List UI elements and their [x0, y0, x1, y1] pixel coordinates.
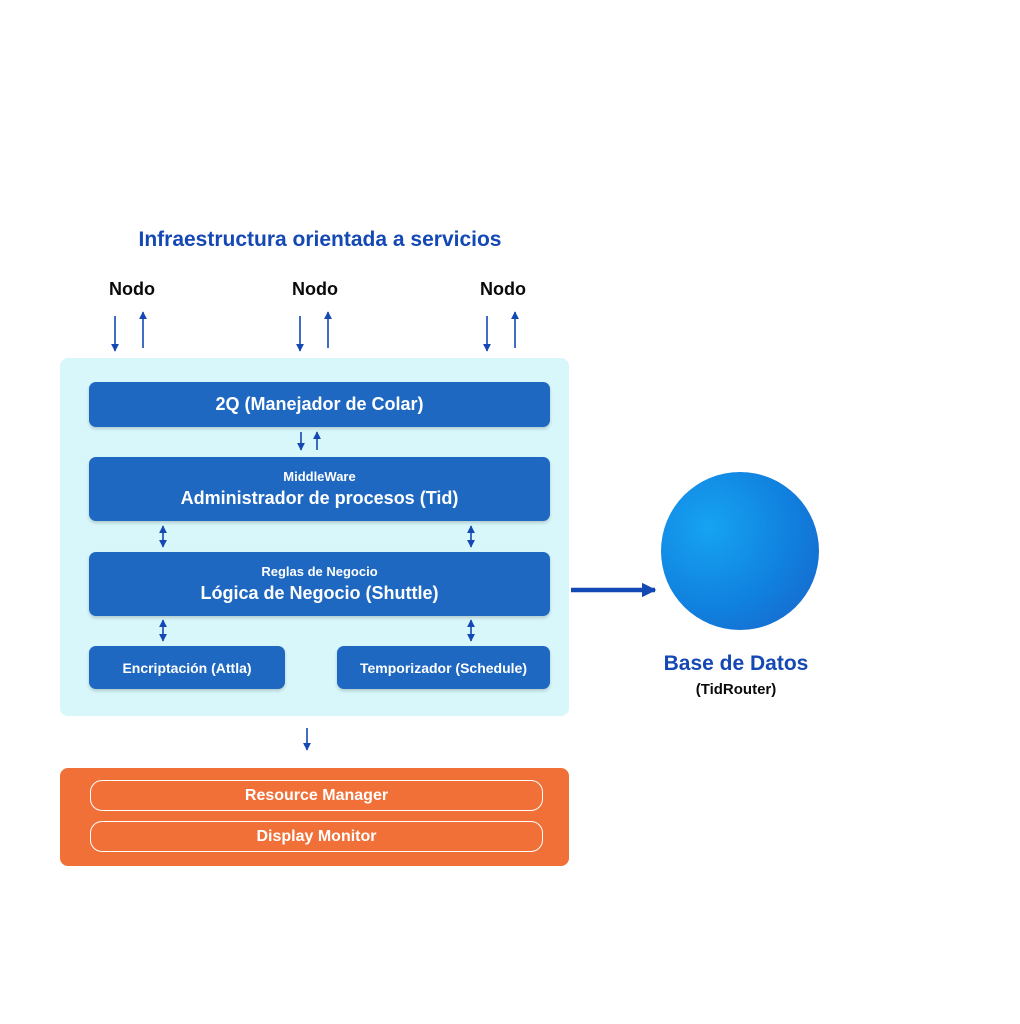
scheduler-box: Temporizador (Schedule) — [337, 646, 550, 689]
middleware-label: Administrador de procesos (Tid) — [180, 488, 459, 508]
node-label-1: Nodo — [109, 279, 155, 299]
node-label-2: Nodo — [292, 279, 338, 299]
scheduler-label: Temporizador (Schedule) — [360, 659, 527, 676]
business-logic-label: Lógica de Negocio (Shuttle) — [200, 583, 439, 603]
node-label-3: Nodo — [480, 279, 526, 299]
database-title: Base de Datos — [663, 652, 809, 675]
queue-manager-label: 2Q (Manejador de Colar) — [215, 394, 424, 414]
encryption-label: Encriptación (Attla) — [122, 659, 252, 676]
queue-manager-box: 2Q (Manejador de Colar) — [89, 382, 550, 427]
resource-manager-box: Resource Manager — [90, 780, 543, 811]
resources-panel: Resource Manager Display Monitor — [60, 768, 569, 866]
business-logic-caption: Reglas de Negocio — [261, 564, 378, 579]
database-subtitle: (TidRouter) — [695, 681, 777, 698]
business-logic-box: Reglas de Negocio Lógica de Negocio (Shu… — [89, 552, 550, 616]
database-icon — [661, 472, 819, 630]
display-monitor-box: Display Monitor — [90, 821, 543, 852]
middleware-caption: MiddleWare — [283, 469, 356, 484]
encryption-box: Encriptación (Attla) — [89, 646, 285, 689]
middleware-box: MiddleWare Administrador de procesos (Ti… — [89, 457, 550, 521]
diagram-title: Infraestructura orientada a servicios — [138, 228, 502, 251]
